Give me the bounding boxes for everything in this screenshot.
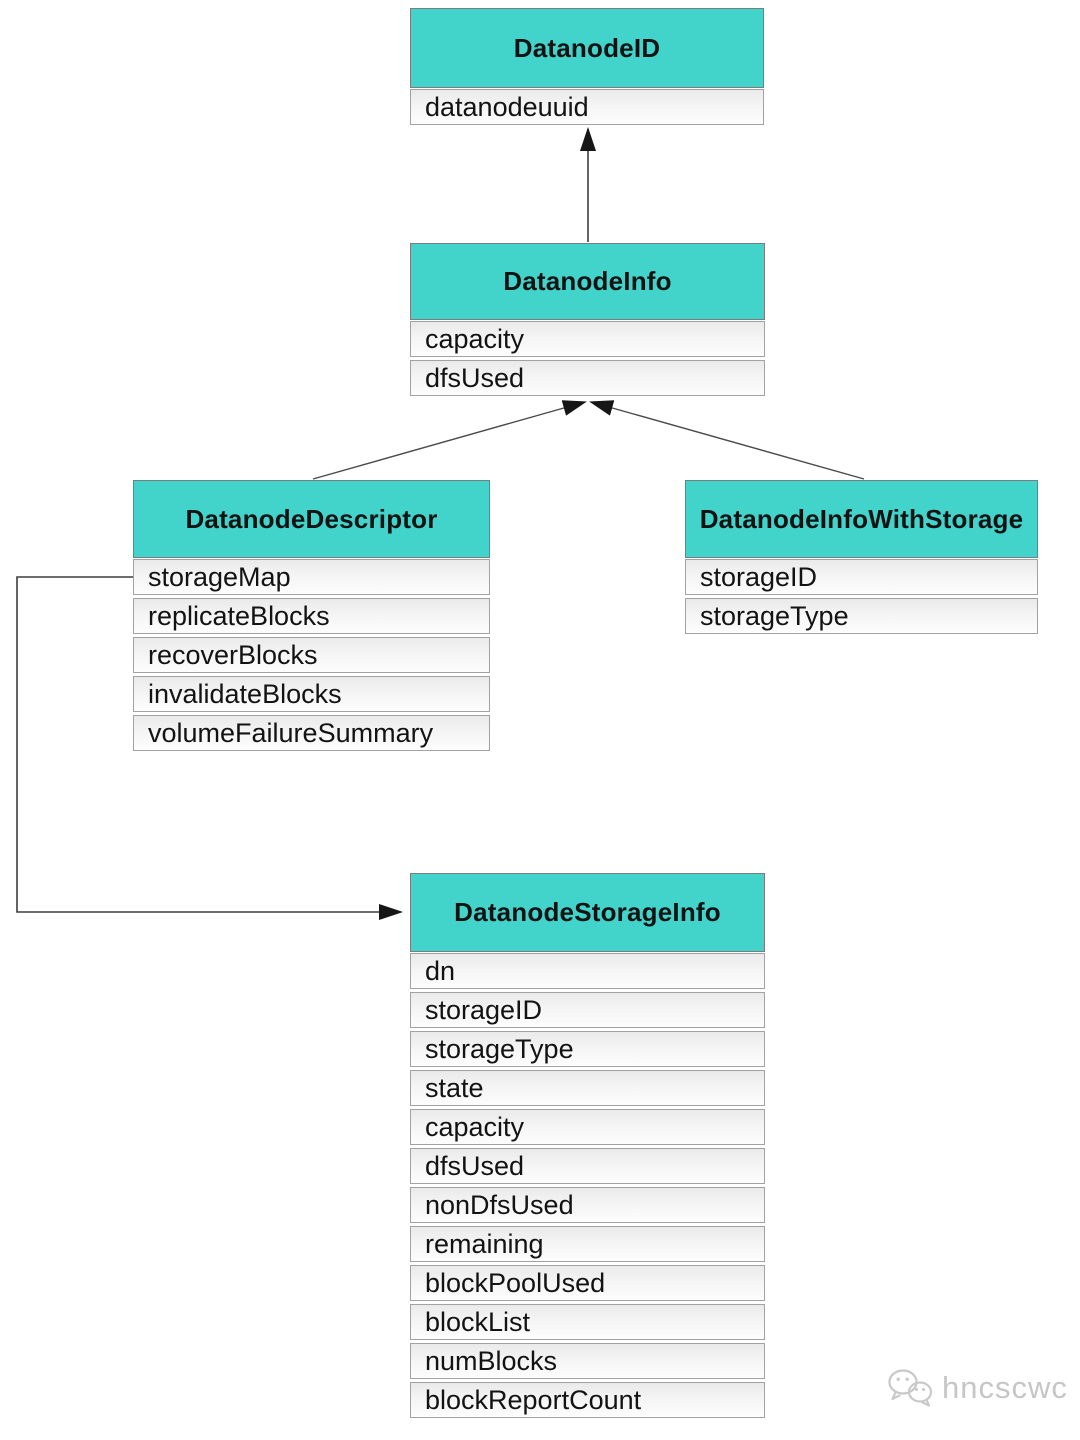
class-field: storageType <box>410 1031 765 1067</box>
edge-datanodeinfowithstorage-to-datanodeinfo <box>589 400 865 480</box>
class-field: remaining <box>410 1226 765 1262</box>
class-title-datanodedescriptor: DatanodeDescriptor <box>133 480 490 558</box>
class-field: datanodeuuid <box>410 89 764 125</box>
class-title-datanodeinfo: DatanodeInfo <box>410 243 765 320</box>
watermark: hncscwc <box>886 1367 1068 1409</box>
class-field: capacity <box>410 321 765 357</box>
class-field: dfsUsed <box>410 1148 765 1184</box>
class-title-datanodeinfowithstorage: DatanodeInfoWithStorage <box>685 480 1038 558</box>
class-title-datanodestorageinfo: DatanodeStorageInfo <box>410 873 765 952</box>
class-field: blockPoolUsed <box>410 1265 765 1301</box>
class-field: volumeFailureSummary <box>133 715 490 751</box>
class-field: nonDfsUsed <box>410 1187 765 1223</box>
class-field: storageMap <box>133 559 490 595</box>
class-field: storageID <box>410 992 765 1028</box>
edge-datanodedescriptor-to-datanodeinfo <box>312 400 587 480</box>
class-title-datanodeid: DatanodeID <box>410 8 764 88</box>
class-field: blockList <box>410 1304 765 1340</box>
class-fields-datanodeid: datanodeuuid <box>410 89 764 125</box>
class-field: numBlocks <box>410 1343 765 1379</box>
watermark-text: hncscwc <box>942 1370 1068 1405</box>
class-field: dfsUsed <box>410 360 765 396</box>
class-box-datanodeid: DatanodeID datanodeuuid <box>410 8 764 125</box>
class-field: dn <box>410 953 765 989</box>
class-field: recoverBlocks <box>133 637 490 673</box>
wechat-icon <box>888 1369 933 1407</box>
class-field: replicateBlocks <box>133 598 490 634</box>
class-field: storageType <box>685 598 1038 634</box>
class-field: invalidateBlocks <box>133 676 490 712</box>
class-field: capacity <box>410 1109 765 1145</box>
class-field: storageID <box>685 559 1038 595</box>
edge-storagemap-to-datanodestorageinfo <box>16 576 403 920</box>
class-field: state <box>410 1070 765 1106</box>
class-field: blockReportCount <box>410 1382 765 1418</box>
